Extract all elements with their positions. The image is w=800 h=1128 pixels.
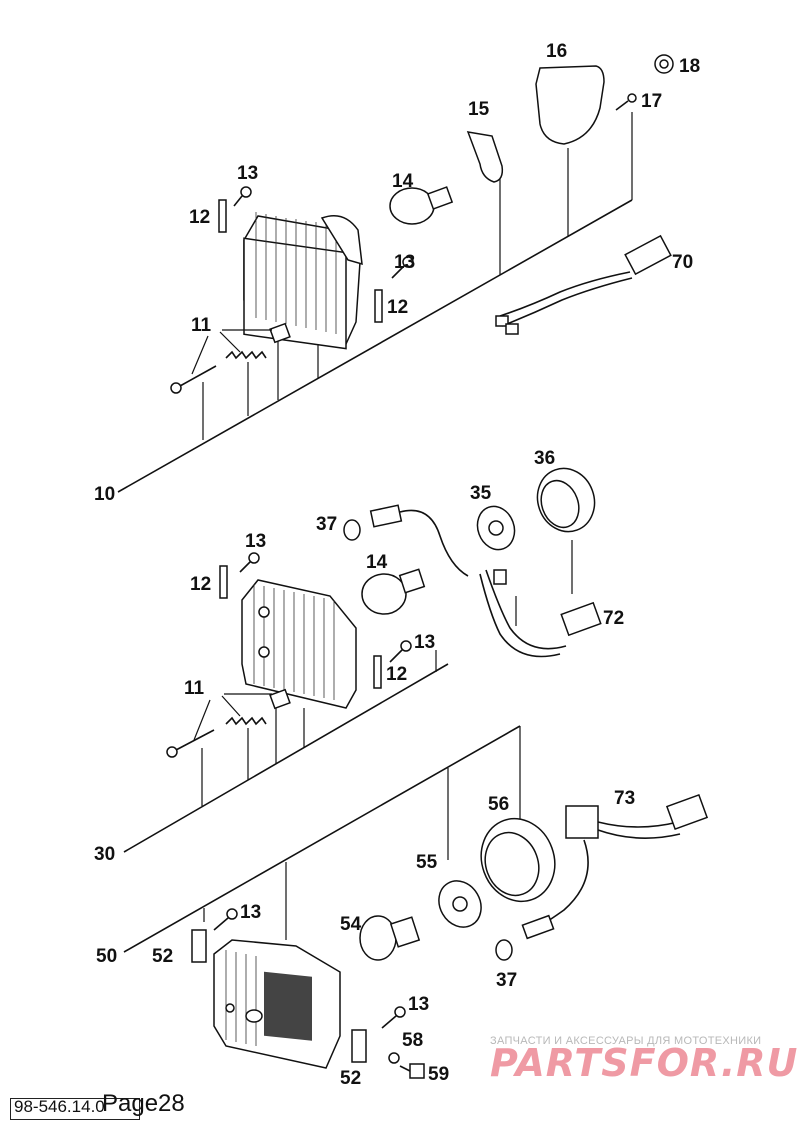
nut-18 xyxy=(654,54,674,74)
clip-12-mid-right xyxy=(373,655,382,689)
label-36: 36 xyxy=(534,448,555,469)
nut-11 xyxy=(269,322,291,344)
screw-13-upper-left xyxy=(233,186,252,207)
cover-56 xyxy=(480,817,556,903)
footer-code-box xyxy=(10,1098,140,1120)
headlight-unit-2 xyxy=(241,579,357,709)
screw-11-long-mid xyxy=(166,729,215,758)
cap-16 xyxy=(535,65,605,145)
headlight-unit-3 xyxy=(213,939,341,1069)
label-37-mid: 37 xyxy=(316,514,337,535)
label-18: 18 xyxy=(679,56,700,77)
bracket-52-right xyxy=(351,1029,367,1063)
label-52-right: 52 xyxy=(340,1068,361,1089)
label-10: 10 xyxy=(94,484,115,505)
holder-15 xyxy=(466,131,504,183)
label-13-lower-right: 13 xyxy=(408,994,429,1015)
watermark: ЗАПЧАСТИ И АКСЕССУАРЫ ДЛЯ МОТОТЕХНИКИ PA… xyxy=(490,1035,798,1085)
label-13-mid-right: 13 xyxy=(414,632,435,653)
label-12-mid-left: 12 xyxy=(190,574,211,595)
bulb-54-h4 xyxy=(359,915,421,961)
screw-13-lower-right xyxy=(381,1006,406,1029)
watermark-tagline: ЗАПЧАСТИ И АКСЕССУАРЫ ДЛЯ МОТОТЕХНИКИ xyxy=(490,1035,761,1047)
label-14-upper: 14 xyxy=(392,171,414,192)
label-50: 50 xyxy=(96,946,117,967)
label-72: 72 xyxy=(603,608,624,629)
screw-17 xyxy=(615,93,637,111)
clip-12-upper-left xyxy=(218,199,227,233)
label-16: 16 xyxy=(546,41,567,62)
washer-58 xyxy=(388,1052,400,1064)
label-73: 73 xyxy=(614,788,635,809)
bulb-14-upper xyxy=(389,186,454,225)
bulb-14-mid xyxy=(361,568,426,615)
spring-11 xyxy=(225,350,267,360)
label-15: 15 xyxy=(468,99,490,120)
screw-13-mid-left xyxy=(239,552,260,573)
label-11-upper: 11 xyxy=(191,315,212,336)
footer-page: Page28 xyxy=(102,1090,185,1117)
label-17: 17 xyxy=(641,91,662,112)
label-55: 55 xyxy=(416,852,438,873)
watermark-logo: PARTSFOR.RU xyxy=(490,1041,798,1085)
label-13-upper-right: 13 xyxy=(394,252,415,273)
bulb-37-mid xyxy=(343,519,361,541)
label-12-upper-right: 12 xyxy=(387,297,408,318)
label-54: 54 xyxy=(340,914,362,935)
leader-10 xyxy=(117,199,633,493)
label-12-mid-right: 12 xyxy=(386,664,407,685)
screw-13-upper-right xyxy=(391,256,414,279)
bracket-52-left xyxy=(191,929,207,963)
label-70: 70 xyxy=(672,252,693,273)
label-12-upper-left: 12 xyxy=(189,207,210,228)
label-59: 59 xyxy=(428,1064,449,1085)
label-35: 35 xyxy=(470,483,492,504)
harness-73 xyxy=(521,793,709,940)
harness-72 xyxy=(479,569,602,658)
label-58: 58 xyxy=(402,1030,423,1051)
label-56: 56 xyxy=(488,794,509,815)
cover-36 xyxy=(536,467,596,533)
label-30: 30 xyxy=(94,844,115,865)
label-13-upper-left: 13 xyxy=(237,163,258,184)
group-10: 10 11 12 13 14 15 16 17 18 12 13 70 xyxy=(94,41,700,505)
nut-11-mid xyxy=(269,688,291,710)
harness-70 xyxy=(495,234,672,335)
label-14-mid: 14 xyxy=(366,552,388,573)
leader-50 xyxy=(123,725,521,953)
label-11-mid: 11 xyxy=(184,678,205,699)
clip-12-mid-left xyxy=(219,565,228,599)
group-50: 50 52 13 54 55 56 37 73 13 58 52 59 xyxy=(96,725,709,1089)
group-30: 30 11 12 13 14 37 35 36 12 13 72 xyxy=(94,448,624,865)
label-13-lower-left: 13 xyxy=(240,902,261,923)
screw-13-lower-left xyxy=(213,908,238,931)
socket-35 xyxy=(476,505,516,551)
socket-35-wire xyxy=(369,504,469,577)
bolt-59 xyxy=(399,1063,425,1079)
screw-13-mid-right xyxy=(389,640,412,663)
headlight-unit-1 xyxy=(243,212,363,350)
bulb-37-lower xyxy=(495,939,513,961)
label-13-mid-left: 13 xyxy=(245,531,266,552)
clip-12-upper-right xyxy=(374,289,383,323)
spring-11-mid xyxy=(225,716,267,726)
screw-11-long xyxy=(170,365,217,394)
label-37-lower: 37 xyxy=(496,970,517,991)
leader-30 xyxy=(123,663,449,853)
spring-55 xyxy=(438,880,482,928)
label-52-left: 52 xyxy=(152,946,173,967)
footer-code: 98-546.14.0 xyxy=(14,1097,105,1116)
